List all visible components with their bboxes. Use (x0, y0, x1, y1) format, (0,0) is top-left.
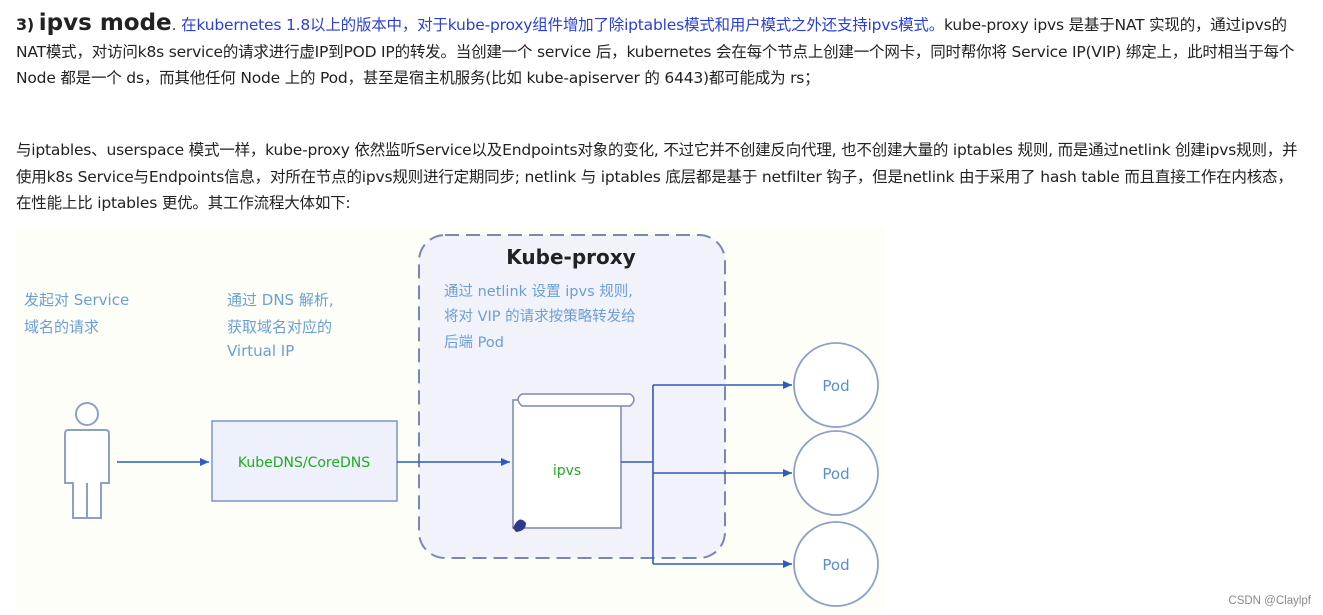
paragraph-ipvs-intro: 3) ipvs mode. 在kubernetes 1.8以上的版本中，对于ku… (16, 10, 1306, 92)
title-dot: . (171, 16, 177, 34)
dns-box-label: KubeDNS/CoreDNS (238, 455, 370, 471)
intro-highlight: 在kubernetes 1.8以上的版本中，对于kube-proxy组件增加了除… (181, 16, 945, 34)
kube-proxy-title: Kube-proxy (506, 245, 635, 269)
pod-1-label: Pod (822, 377, 849, 395)
section-title: ipvs mode (38, 10, 172, 36)
intro-rest: kube-proxy ipvs 是基于NAT 实现的，通过ipvs的NAT模式，… (16, 16, 1295, 87)
pod-2-label: Pod (822, 465, 849, 483)
section-number: 3) (16, 15, 35, 34)
step2-line-2: 获取域名对应的 (227, 318, 332, 336)
step1-line-1: 发起对 Service (24, 291, 129, 309)
paragraph-netlink: 与iptables、userspace 模式一样，kube-proxy 依然监听… (16, 141, 1298, 212)
step2-line-3: Virtual IP (227, 342, 294, 360)
pod-3-label: Pod (822, 556, 849, 574)
pod-1 (793, 342, 879, 428)
dns-box (211, 420, 398, 502)
step2-line-1: 通过 DNS 解析, (227, 291, 334, 309)
user-icon (64, 402, 110, 519)
pod-2 (793, 430, 879, 516)
csdn-watermark: CSDN @Claylpf (1228, 595, 1311, 607)
ipvs-scroll (512, 393, 635, 532)
kube-proxy-desc-line-1: 通过 netlink 设置 ipvs 规则, (444, 283, 633, 300)
kube-proxy-desc-line-2: 将对 VIP 的请求按策略转发给 (444, 308, 636, 325)
ipvs-label: ipvs (553, 463, 581, 479)
step1-line-2: 域名的请求 (24, 318, 99, 336)
ipvs-workflow-diagram: Kube-proxy 通过 netlink 设置 ipvs 规则, 将对 VIP… (16, 228, 885, 611)
kube-proxy-desc-line-3: 后端 Pod (444, 334, 504, 351)
pod-3 (793, 521, 879, 607)
